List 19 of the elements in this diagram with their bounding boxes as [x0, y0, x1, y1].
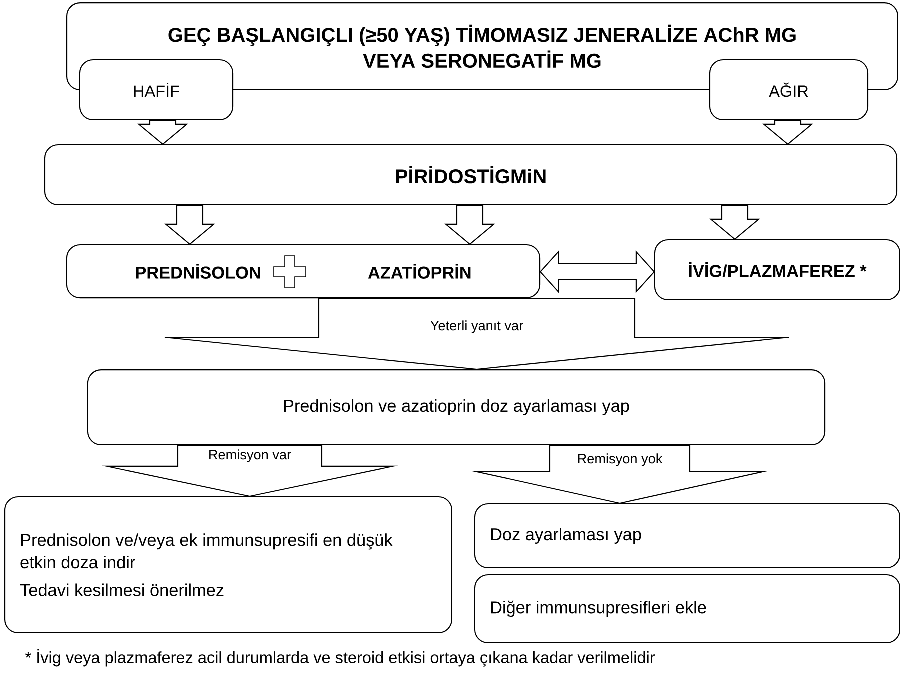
process-box: HAFİF [79, 59, 234, 121]
process-box: PİRİDOSTİGMiN [44, 144, 898, 206]
edge-label: Remisyon yok [576, 452, 664, 468]
process-box: PREDNİSOLON AZATİOPRİN [66, 244, 541, 299]
process-box: İVİG/PLAZMAFEREZ * [654, 239, 900, 301]
block-arrow [164, 205, 216, 246]
process-box: AĞIR [709, 59, 869, 121]
edge-label: Remisyon var [207, 448, 293, 464]
block-arrow [164, 298, 790, 370]
process-box: Diğer immunsupresifleri ekle [474, 574, 900, 644]
block-arrow [138, 120, 188, 146]
process-box: Doz ayarlaması yap [474, 503, 900, 569]
process-box: Prednisolon ve azatioprin doz ayarlaması yap [87, 370, 826, 446]
block-arrow [762, 120, 814, 146]
edge-label: Yeterli yanıt var [429, 319, 525, 335]
block-arrow [710, 205, 760, 240]
process-box: Prednisolon ve/veya ek immunsupresifi en düşük etkin doza indir Tedavi kesilmesi önerilmez [4, 496, 452, 634]
block-arrow [444, 205, 496, 246]
footnote: * İvig veya plazmaferez acil durumlarda ve steroid etkisi ortaya çıkana kadar verilmelidir [26, 649, 656, 667]
